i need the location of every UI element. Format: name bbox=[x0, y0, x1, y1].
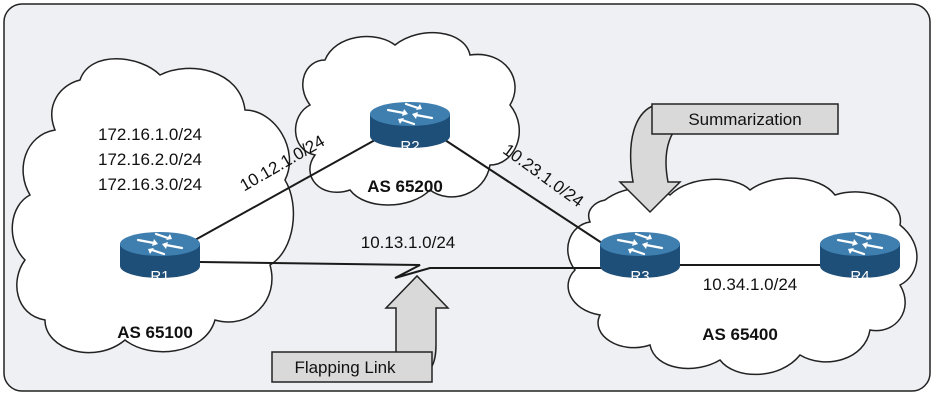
summarization-box bbox=[651, 103, 839, 135]
link-r1-r3-label: 10.13.1.0/24 bbox=[361, 233, 456, 252]
router-r1-label: R1 bbox=[150, 268, 169, 285]
flapping-link-label: Flapping Link bbox=[294, 358, 396, 377]
cloud-icon bbox=[11, 58, 295, 354]
summarization-callout: Summarization bbox=[618, 103, 839, 214]
as-65400-label: AS 65400 bbox=[702, 325, 778, 344]
prefix-1: 172.16.1.0/24 bbox=[98, 125, 202, 144]
router-r4-label: R4 bbox=[850, 268, 869, 285]
router-r3-label: R3 bbox=[630, 268, 649, 285]
router-r2: R2 bbox=[368, 100, 452, 155]
link-r2-r3 bbox=[444, 139, 606, 246]
router-r1: R1 bbox=[118, 230, 202, 285]
summarization-label: Summarization bbox=[688, 110, 801, 129]
router-r3: R3 bbox=[598, 230, 682, 285]
link-r1-r2 bbox=[194, 139, 376, 241]
as-65200-label: AS 65200 bbox=[367, 177, 443, 196]
link-r1-r3-flapping bbox=[199, 261, 605, 279]
router-r2-label: R2 bbox=[400, 138, 419, 155]
link-r3-r4-label: 10.34.1.0/24 bbox=[703, 275, 798, 294]
prefix-3: 172.16.3.0/24 bbox=[98, 175, 202, 194]
cloud-icon bbox=[567, 177, 918, 376]
as-65100-label: AS 65100 bbox=[117, 323, 193, 342]
prefix-2: 172.16.2.0/24 bbox=[98, 150, 202, 169]
flapping-link-callout: Flapping Link bbox=[271, 274, 450, 383]
router-r4: R4 bbox=[818, 230, 902, 285]
flapping-link-box bbox=[271, 351, 433, 383]
